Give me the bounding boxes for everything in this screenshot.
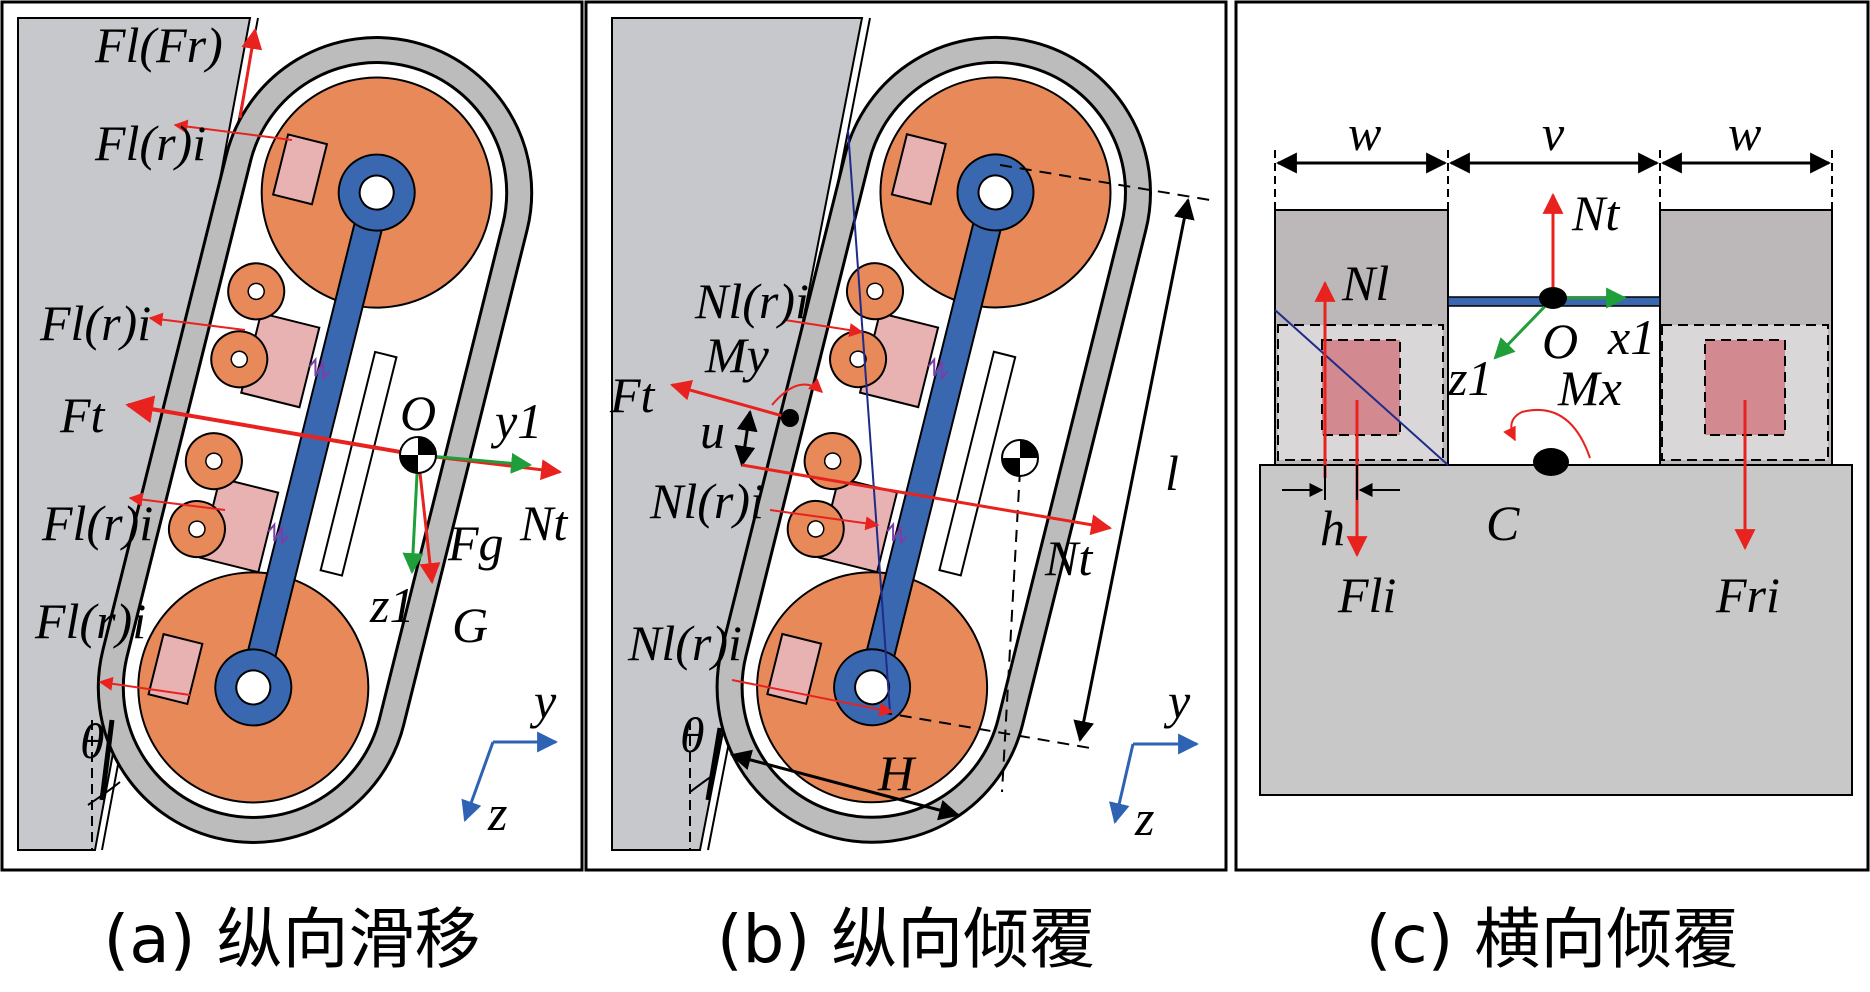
guide-slot [319,350,398,577]
label-v: v [1542,105,1565,161]
caption-c: (c) 横向倾覆 [1366,901,1739,978]
label-h-cap: H [877,745,917,801]
label-f-roller-1: Fl(r)i [39,295,151,351]
axis-z1 [1493,296,1555,360]
pad-bottom [147,632,204,706]
force-arrow [148,312,246,331]
label-f-pad-top: Fl(r)i [94,115,206,171]
caption-b: (b) 纵向倾覆 [717,901,1095,978]
label-z: z [1134,790,1154,846]
label-m-y: My [704,327,770,383]
label-y: y [1163,673,1191,729]
label-g: G [452,597,488,653]
label-f-t: Ft [59,387,106,443]
dim-line-l-bottom [879,711,1091,749]
spring [927,356,949,381]
label-z: z [487,785,507,841]
axis-z [1109,743,1135,825]
caption-a: (a) 纵向滑移 [104,901,481,978]
force-arrow-nt [741,463,1113,536]
force-arrow [128,492,226,511]
theta-arc [689,775,713,793]
axis-z1 [402,454,424,575]
label-y: y [529,673,557,729]
dim-arrow-l [1073,197,1195,743]
panel-a: Fl(Fr) Fl(r)i Fl(r)i Ft O y1 Fl(r)i Nt F… [0,0,584,872]
force-arrow-ft [125,395,419,457]
label-n-roller-1: Nl(r)i [694,273,809,329]
dim-line-l-top [999,164,1211,201]
label-f-g: Fg [447,515,504,571]
label-f-roller-2: Fl(r)i [41,495,153,551]
dim-line-vertical [1001,469,1021,793]
label-n-t: Nt [1044,530,1093,586]
label-theta: θ [680,707,705,763]
force-arrow-fg [416,454,441,585]
theta-ref-bar [705,727,723,801]
pad-bottom [766,632,823,706]
panel-c: w v w Nt Nl O x1 z1 Mx h C Fli Fri [1234,0,1870,872]
label-n-l: Nl [1341,255,1389,311]
spring [886,521,908,546]
force-arrow [173,119,293,141]
label-y1: y1 [490,393,542,449]
label-o: O [1542,313,1578,369]
guide-slot [938,350,1017,577]
label-f-pad-bottom: Fl(r)i [34,593,146,649]
spring [308,357,330,381]
pad-top [890,133,947,206]
dim-arrow-h [729,749,961,821]
ground [1259,464,1853,796]
center-of-mass-icon [399,436,437,474]
label-l: l [1165,445,1179,501]
label-z1: z1 [369,577,414,633]
label-f-li: Fli [1337,567,1396,623]
label-m-x: Mx [1557,360,1622,416]
label-o: O [400,385,436,441]
label-n-roller-2: Nl(r)i [649,473,764,529]
force-arrow [784,319,864,337]
crawler-track [96,36,534,844]
center-of-mass-icon [1001,439,1039,477]
label-f-t: Ft [609,367,656,423]
label-h: h [1320,500,1345,556]
label-n-pad-bottom: Nl(r)i [627,615,742,671]
moment-arrow-mx [1503,408,1591,459]
tipping-line [1274,309,1449,466]
panel-b: Nl(r)i My Ft u Nl(r)i l Nt Nl(r)i y θ H … [584,0,1228,872]
tipping-line [847,129,891,713]
spring [267,521,289,546]
dim-arrow-u [734,409,758,468]
force-arrow [238,27,263,119]
wall [17,17,252,851]
label-z1: z1 [1447,350,1492,406]
moment-arrow-my [771,378,824,406]
label-f-ri: Fri [1715,567,1780,623]
axis-z [461,741,495,822]
label-n-t: Nt [1571,185,1620,241]
label-x1: x1 [1607,309,1655,365]
label-theta: θ [80,713,105,769]
label-f-top: Fl(Fr) [94,17,223,73]
pivot-point [781,409,799,427]
label-w-left: w [1348,105,1381,161]
label-n-t: Nt [519,495,568,551]
force-arrow [769,509,880,531]
force-arrow [731,679,894,717]
origin-point [1539,287,1567,309]
label-w-right: w [1728,105,1761,161]
label-u: u [700,403,725,459]
force-arrow-ft [669,379,791,420]
tipping-point-c [1533,448,1569,476]
theta-ref-bar [99,719,115,801]
force-arrow [98,676,191,696]
label-c: C [1486,495,1520,551]
pad-top [271,133,329,206]
